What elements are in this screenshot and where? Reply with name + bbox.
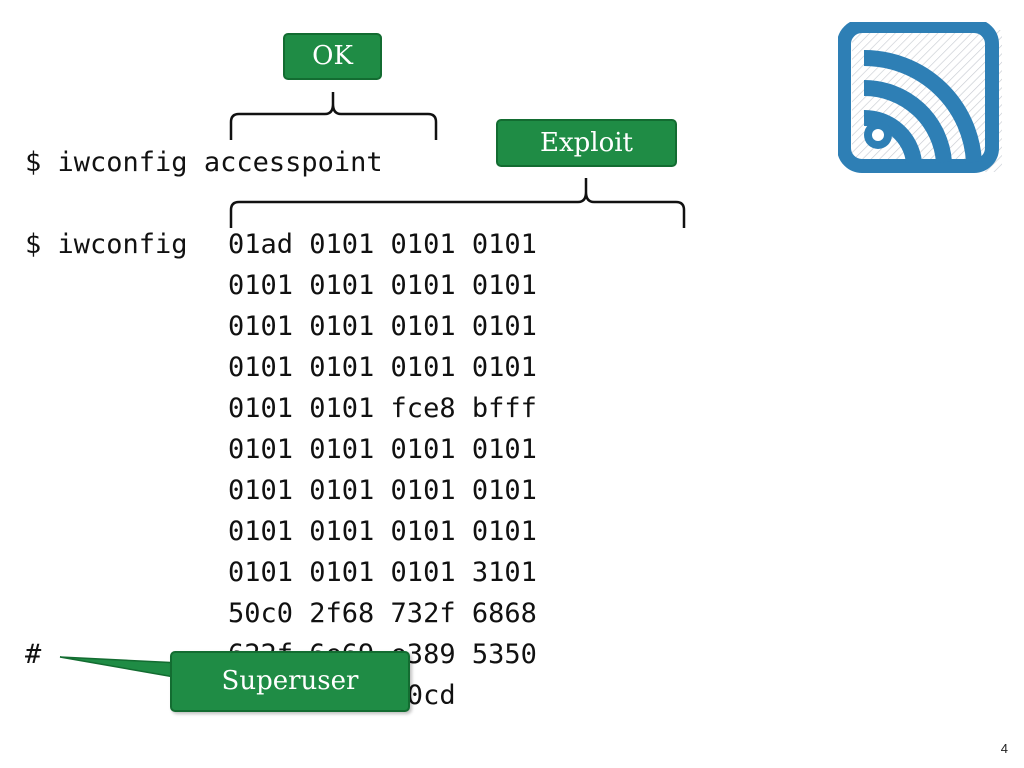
root-prompt: # bbox=[25, 639, 42, 670]
exploit-callout: Exploit bbox=[496, 119, 677, 167]
hex-row: 0101 0101 0101 3101 bbox=[228, 557, 537, 588]
superuser-callout: Superuser bbox=[170, 651, 410, 712]
hex-row: 01ad 0101 0101 0101 bbox=[228, 229, 537, 260]
hex-row: 0101 0101 fce8 bfff bbox=[228, 393, 537, 424]
command-argument: accesspoint bbox=[203, 147, 383, 178]
hex-row: 0101 0101 0101 0101 bbox=[228, 475, 537, 506]
command-prompt-2: $ iwconfig bbox=[25, 229, 188, 260]
hex-payload: 01ad 0101 0101 0101 0101 0101 0101 0101 01… bbox=[228, 224, 537, 716]
ok-brace bbox=[229, 92, 438, 140]
shell-prompt: $ iwconfig bbox=[25, 147, 188, 178]
hex-row: 0101 0101 0101 0101 bbox=[228, 311, 537, 342]
hex-row: 0101 0101 0101 0101 bbox=[228, 434, 537, 465]
exploit-brace bbox=[229, 178, 686, 228]
hex-row: 0101 0101 0101 0101 bbox=[228, 270, 537, 301]
hex-row: 0101 0101 0101 0101 bbox=[228, 516, 537, 547]
superuser-callout-pointer bbox=[59, 656, 181, 679]
command-line-1: $ iwconfig accesspoint bbox=[25, 142, 383, 183]
hex-row: 0101 0101 0101 0101 bbox=[228, 352, 537, 383]
ok-callout: OK bbox=[283, 33, 382, 80]
hex-row: 50c0 2f68 732f 6868 bbox=[228, 598, 537, 629]
rss-feed-icon bbox=[838, 22, 1002, 173]
slide-number: 4 bbox=[1000, 741, 1008, 756]
